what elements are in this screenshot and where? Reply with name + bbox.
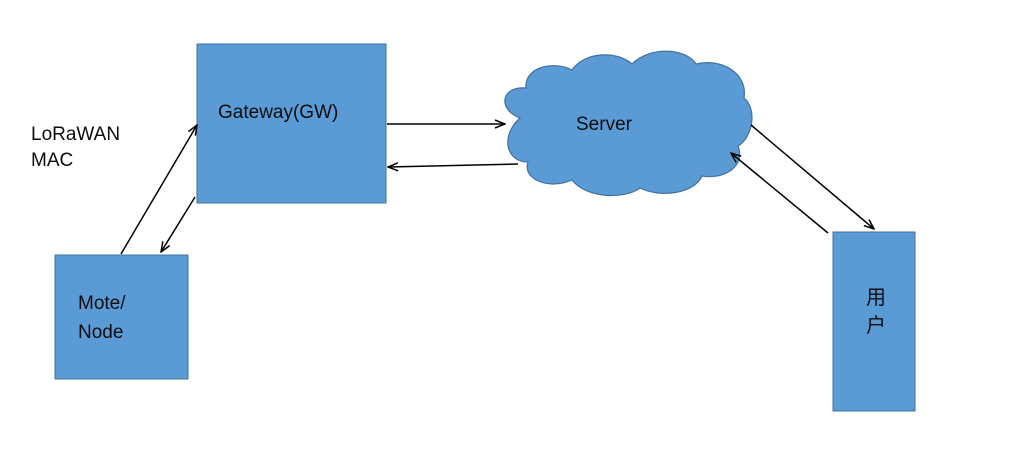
- gateway-label: Gateway(GW): [218, 102, 338, 123]
- lorawan-mac-annotation: LoRaWAN MAC: [31, 124, 120, 171]
- mote-box: [54, 254, 189, 380]
- arrow-mote-to-gateway: [120, 125, 197, 255]
- user-box: [832, 231, 916, 412]
- gateway-node: Gateway(GW): [196, 43, 387, 204]
- annotation-line-2: MAC: [31, 150, 73, 171]
- gateway-box: [196, 43, 387, 204]
- arrow-gateway-to-mote: [161, 196, 196, 252]
- server-node: Server: [504, 50, 753, 197]
- mote-label-line-2: Node: [78, 322, 123, 343]
- user-label-line-1: 用: [866, 285, 886, 309]
- user-node: 用 户: [832, 231, 916, 412]
- server-label: Server: [576, 114, 633, 135]
- arrow-server-to-user: [750, 124, 874, 229]
- server-cloud: [504, 50, 753, 197]
- arrow-user-to-server: [731, 153, 829, 234]
- mote-node: Mote/ Node: [54, 254, 189, 380]
- arrow-server-to-gateway: [388, 164, 519, 167]
- user-label-line-2: 户: [866, 313, 886, 337]
- mote-label-line-1: Mote/: [78, 293, 126, 314]
- annotation-line-1: LoRaWAN: [31, 124, 120, 145]
